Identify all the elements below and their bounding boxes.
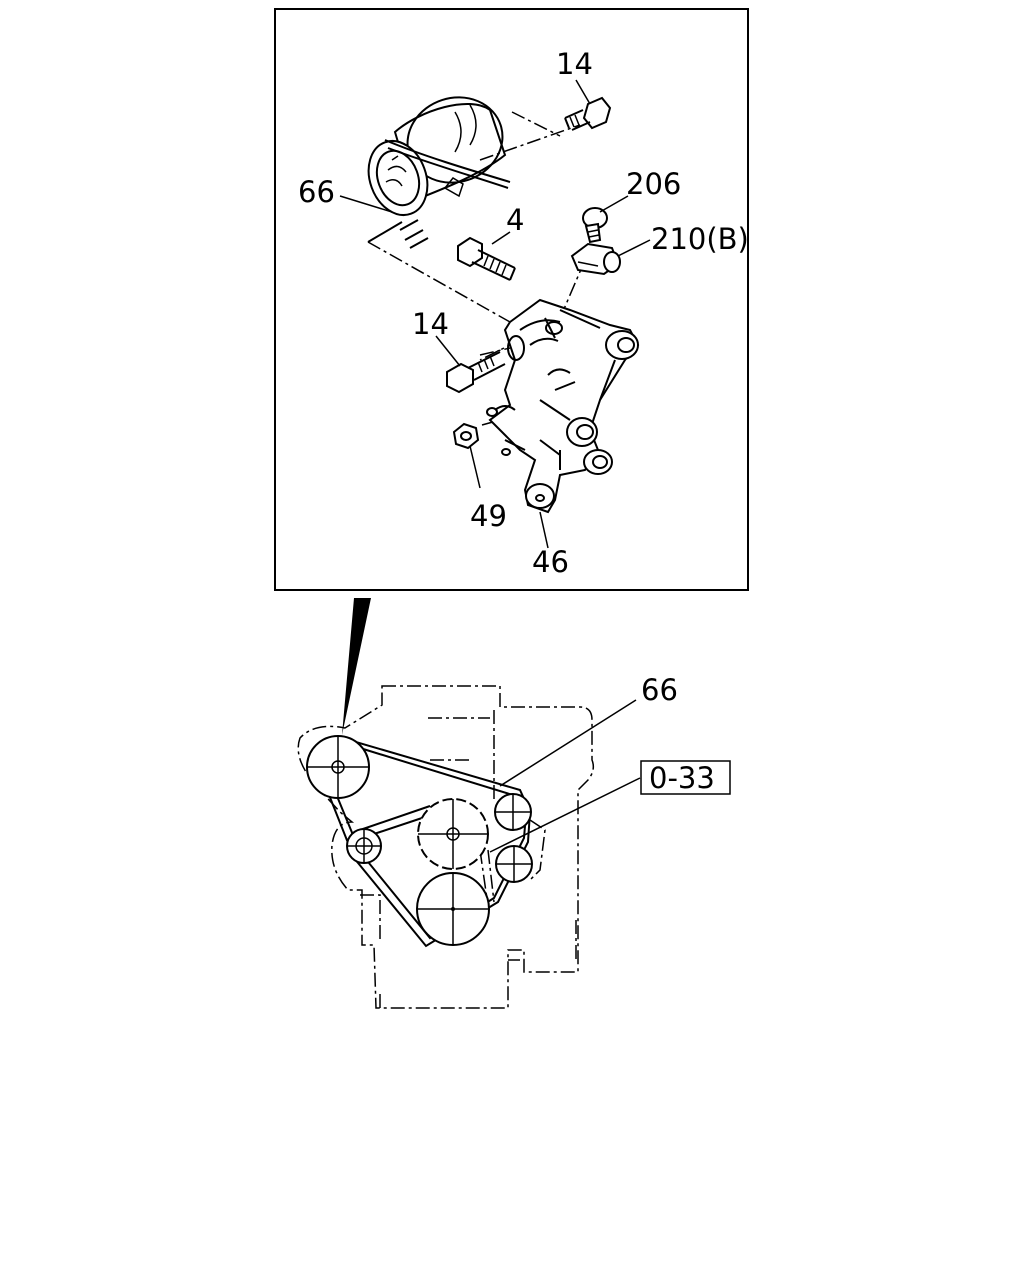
callout-pointer xyxy=(342,598,371,735)
plug-bolt-drawing xyxy=(582,207,608,244)
nut-drawing xyxy=(452,422,480,450)
engine-outline xyxy=(297,685,595,1009)
label-sensor: 210(B) xyxy=(651,222,749,256)
engine-leaders xyxy=(489,699,641,853)
bracket-drawing xyxy=(486,298,640,514)
label-long-bolt: 4 xyxy=(506,203,524,237)
label-bolt-top: 14 xyxy=(556,47,593,81)
label-belt-engine: 66 xyxy=(641,673,678,707)
label-nut: 49 xyxy=(470,499,507,533)
detail-leaders xyxy=(339,79,651,549)
sensor-drawing xyxy=(570,242,621,276)
detail-frame xyxy=(274,8,749,591)
label-belt-detail: 66 xyxy=(298,175,335,209)
label-bracket: 46 xyxy=(532,545,569,579)
label-bolt-left: 14 xyxy=(412,307,449,341)
label-reference: 0-33 xyxy=(649,761,715,795)
compressor-pulley-drawing xyxy=(367,96,511,249)
reference-box xyxy=(640,760,731,795)
bolt-top-drawing xyxy=(564,96,612,131)
bolt-left-drawing xyxy=(446,351,506,394)
label-plug-bolt: 206 xyxy=(626,167,681,201)
belt-drive xyxy=(306,735,533,948)
long-bolt-drawing xyxy=(457,236,516,281)
